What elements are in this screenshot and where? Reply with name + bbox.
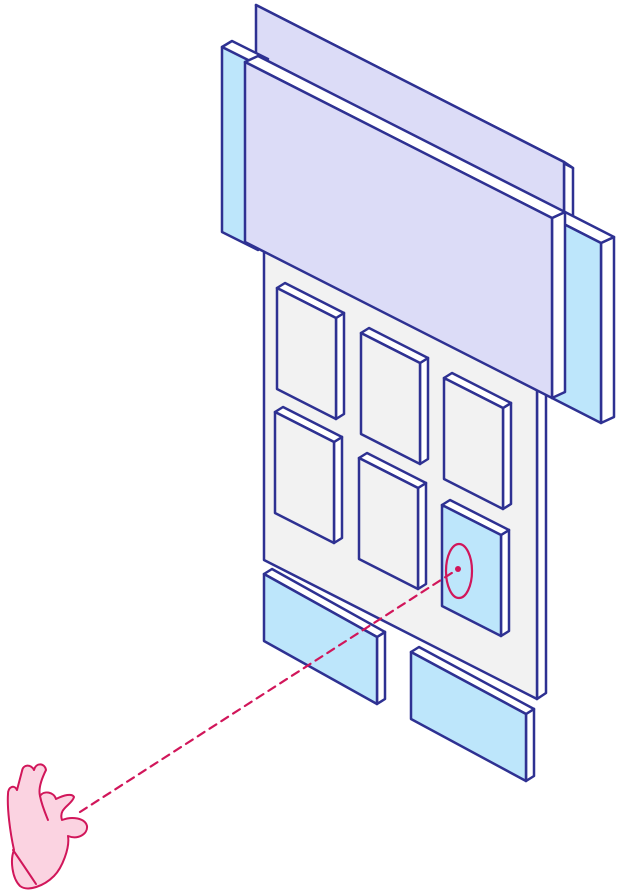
- pointer-dashed-line: [78, 567, 460, 814]
- bottom-right-button[interactable]: [409, 645, 536, 783]
- grid-tile-5: [357, 451, 428, 591]
- grid-tile-2: [359, 326, 430, 466]
- grid-tile-4: [273, 405, 344, 545]
- grid-tile-1: [275, 281, 346, 421]
- pointing-hand-icon: [6, 763, 89, 890]
- tap-target-dot: [455, 566, 461, 572]
- front-header-panel: [243, 54, 567, 400]
- bottom-left-button[interactable]: [262, 567, 387, 706]
- grid-tile-3: [442, 371, 513, 511]
- tap-target-icon: [444, 542, 474, 600]
